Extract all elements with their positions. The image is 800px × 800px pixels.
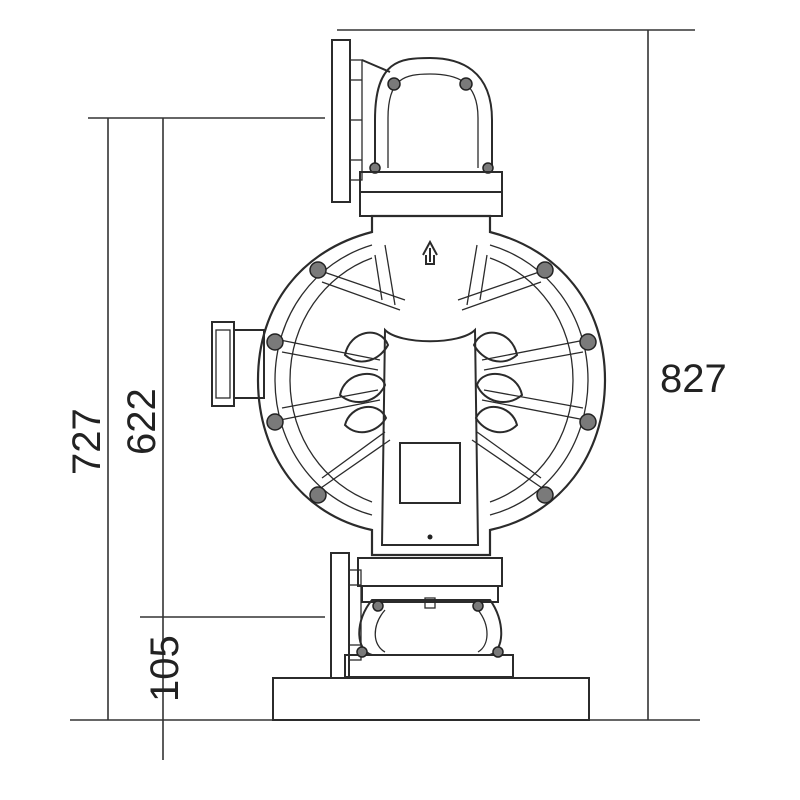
lower-manifold: [330, 552, 514, 679]
dim-827-label: 827: [660, 357, 727, 401]
lower-foot: [344, 654, 514, 678]
upper-elbow: [374, 56, 493, 170]
dim-622-label: 622: [120, 388, 164, 455]
air-inlet-body: [233, 329, 265, 399]
bolt-icon: [579, 333, 597, 351]
bolt-icon: [372, 600, 384, 612]
up-arrow-icon: [422, 239, 438, 265]
upper-flange-ring: [359, 171, 503, 193]
upper-manifold: [331, 39, 503, 217]
left-ribs: [279, 244, 406, 491]
bolt-icon: [356, 646, 368, 658]
bolt-icon: [266, 413, 284, 431]
pump-body: [256, 214, 607, 557]
bolt-icon: [309, 261, 327, 279]
lower-inlet-flange: [330, 552, 350, 679]
upper-outlet-flange: [331, 39, 351, 203]
dim-727-label: 727: [65, 408, 109, 475]
lower-header: [357, 557, 503, 587]
bolt-icon: [492, 646, 504, 658]
bolt-icon: [472, 600, 484, 612]
dimension-lines: [70, 29, 700, 760]
dim-105-label: 105: [143, 635, 187, 702]
bolt-icon: [459, 77, 473, 91]
base-plate: [272, 677, 590, 721]
center-section: [380, 327, 480, 546]
bolt-icon: [536, 261, 554, 279]
bolt-icon: [536, 486, 554, 504]
upper-header: [359, 191, 503, 217]
bolt-icon: [387, 77, 401, 91]
air-inlet-cap: [211, 321, 235, 407]
bolt-icon: [579, 413, 597, 431]
center-plate: [399, 442, 461, 504]
bolt-icon: [309, 486, 327, 504]
diaphragm-housing: [256, 214, 607, 557]
right-ribs: [457, 244, 586, 491]
air-inlet: [211, 321, 265, 407]
bolt-icon: [266, 333, 284, 351]
